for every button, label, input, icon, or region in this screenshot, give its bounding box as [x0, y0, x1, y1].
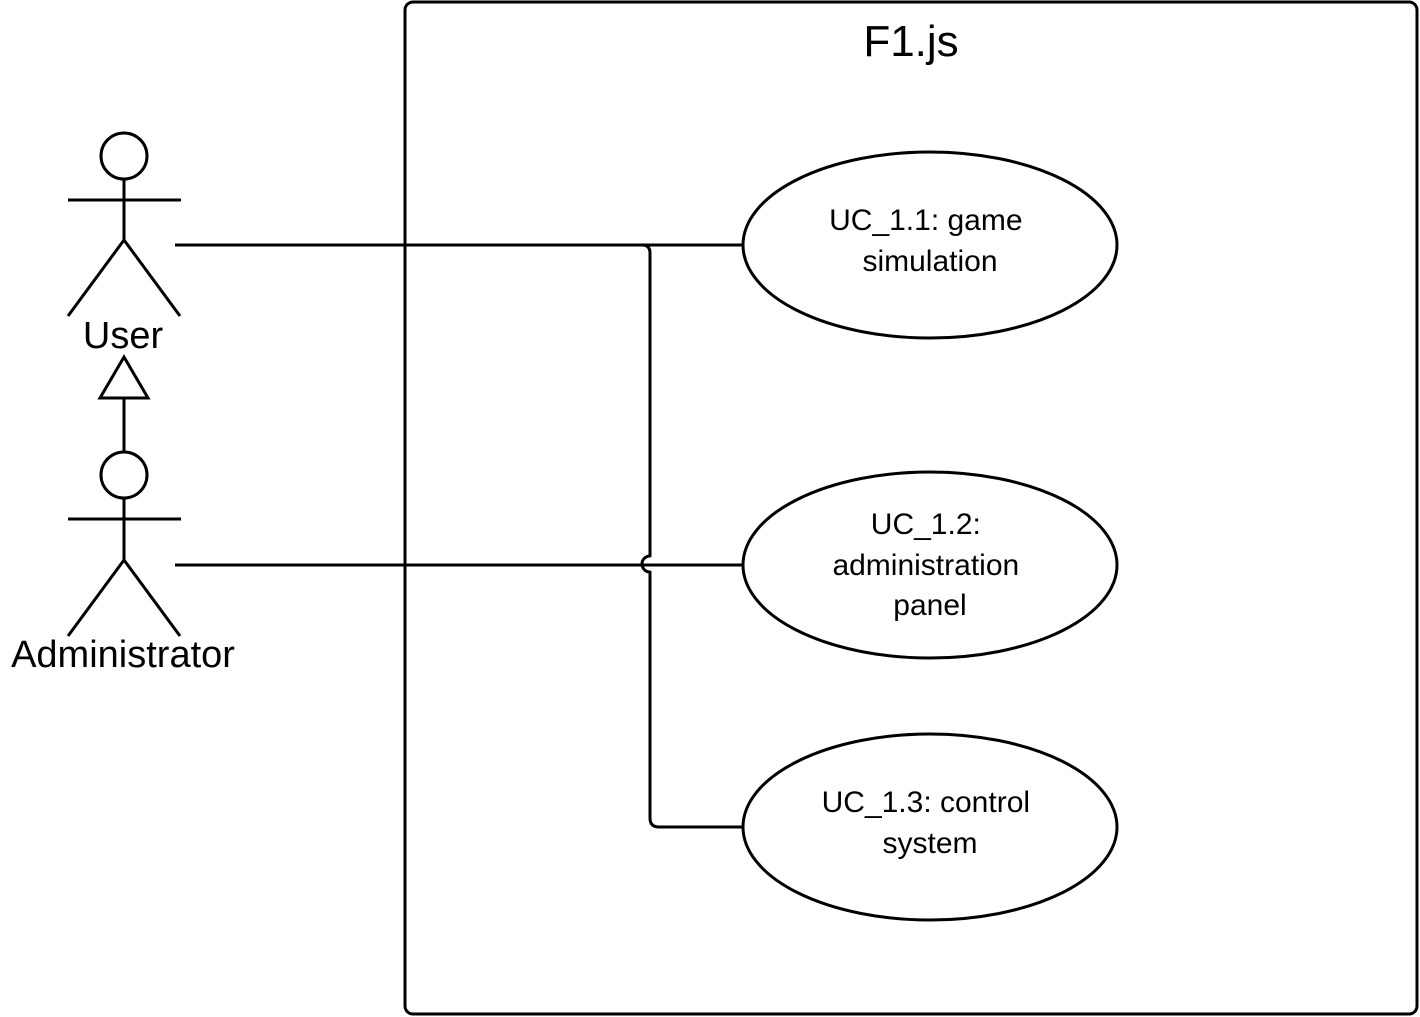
use-case-3-ellipse: [741, 732, 1119, 922]
use-case-1-label: UC_1.1: game simulation: [829, 204, 1031, 278]
use-case-2-label: UC_1.2: administration panel: [832, 508, 1027, 622]
use-case-2-line2: administration: [832, 549, 1019, 582]
administrator-actor-icon: [66, 450, 182, 637]
user-actor-label: User: [83, 315, 164, 357]
user-actor-icon: [66, 131, 182, 317]
use-case-3-line2: system: [882, 827, 977, 860]
use-case-3-line1: UC_1.3: control: [822, 786, 1030, 819]
use-case-1-line2: simulation: [862, 245, 997, 278]
use-case-2-line3: panel: [893, 589, 966, 622]
use-case-3-label: UC_1.3: control system: [822, 786, 1039, 860]
use-case-2-ellipse: [741, 470, 1119, 660]
use-case-2-line1: UC_1.2:: [871, 508, 981, 541]
generalization-arrow: [97, 354, 151, 452]
administrator-actor-label: Administrator: [11, 634, 235, 676]
use-case-1-line1: UC_1.1: game: [829, 204, 1022, 237]
use-case-1-ellipse: [741, 150, 1119, 340]
system-title: F1.js: [863, 17, 958, 66]
